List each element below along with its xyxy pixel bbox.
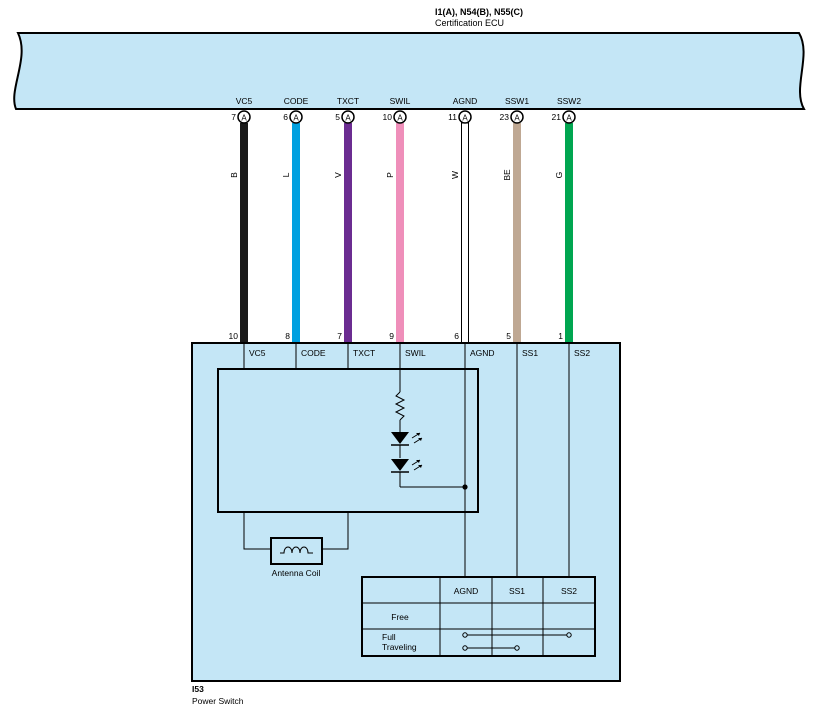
ecu-body [13,32,806,110]
wire-color-code: G [554,172,564,179]
ecu-pin-number: 23 [500,112,510,122]
ecu-pin-signal: AGND [453,96,478,106]
ecu-pin-signal: TXCT [337,96,359,106]
switch-pin-number: 5 [506,331,511,341]
ecu-pin-number: 21 [552,112,562,122]
wire-line [292,123,300,343]
wire-line [240,123,248,343]
coil-icon [280,546,313,554]
wire-agnd: AGND 11 A W 6 [448,96,478,344]
ecu-pin-number: 6 [283,112,288,122]
wire-color-code: P [385,172,395,178]
switch-pin-signal: SS2 [574,348,590,358]
wire-line [396,123,404,343]
switch-pin-signal: CODE [301,348,326,358]
ecu-name: Certification ECU [435,18,504,28]
switch-pin-signal: TXCT [353,348,375,358]
ecu-pin-number: 5 [335,112,340,122]
switch-pin-signal: SWIL [405,348,426,358]
wire-color-code: W [450,171,460,179]
switch-pin-group: VC5 CODE TXCT SWIL AGND SS1 SS2 [243,343,590,369]
connector-letter: A [345,114,351,123]
connector-circle [237,110,251,124]
antenna-coil: Antenna Coil [243,512,349,578]
table-row-free: Free [391,612,409,622]
led-icon [391,432,423,458]
switch-name: Power Switch [192,696,244,706]
ecu-pin-number: 10 [383,112,393,122]
switch-pin-number: 8 [285,331,290,341]
ecu-pin-signal: SSW2 [557,96,581,106]
connector-circle [393,110,407,124]
ecu-pin-signal: SWIL [390,96,411,106]
connector-letter: A [293,114,299,123]
connector-letter: A [514,114,520,123]
indicator-lamp-circuit [394,369,465,488]
table-header-agnd: AGND [454,586,479,596]
wire-color-code: V [333,172,343,178]
switch-id: I53 [192,684,204,694]
ecu-pin-signal: CODE [284,96,309,106]
switch-pin-number: 7 [337,331,342,341]
ecu-pin-number: 11 [448,112,457,122]
led-icon [391,459,423,475]
connector-letter: A [397,114,403,123]
ecu-pin-number: 7 [231,112,236,122]
resistor-icon [394,391,406,421]
wire-line [565,123,573,343]
antenna-coil-label: Antenna Coil [272,568,321,578]
table-header-ss2: SS2 [561,586,577,596]
wire-color-code: BE [502,169,512,181]
switch-pin-signal: VC5 [249,348,266,358]
wire-ssw2: SSW2 21 A G 1 [552,96,581,343]
table-header-ss1: SS1 [509,586,525,596]
switch-pin-number: 6 [454,331,459,341]
connector-circle [562,110,576,124]
switch-lines [464,369,570,577]
wire-swil: SWIL 10 A P 9 [383,96,411,343]
connector-circle [341,110,355,124]
switch-pin-number: 10 [229,331,239,341]
wire-color-code: B [229,172,239,178]
connector-circle [510,110,524,124]
wire-line [344,123,352,343]
ecu-pin-signal: SSW1 [505,96,529,106]
ecu-pin-signal: VC5 [236,96,253,106]
switch-pin-number: 9 [389,331,394,341]
connector-letter: A [566,114,572,123]
wire-line [513,123,521,343]
connector-circle [289,110,303,124]
wire-color-code: L [281,172,291,177]
wire-ssw1: SSW1 23 A BE 5 [500,96,529,343]
connector-letter: A [462,114,468,123]
switch-pin-signal: AGND [470,348,495,358]
wire-line [461,122,469,344]
switch-pin-signal: SS1 [522,348,538,358]
connector-letter: A [241,114,247,123]
switch-pin-number: 1 [558,331,563,341]
ecu-connectors: I1(A), N54(B), N55(C) [435,7,523,17]
connector-circle [458,110,472,124]
